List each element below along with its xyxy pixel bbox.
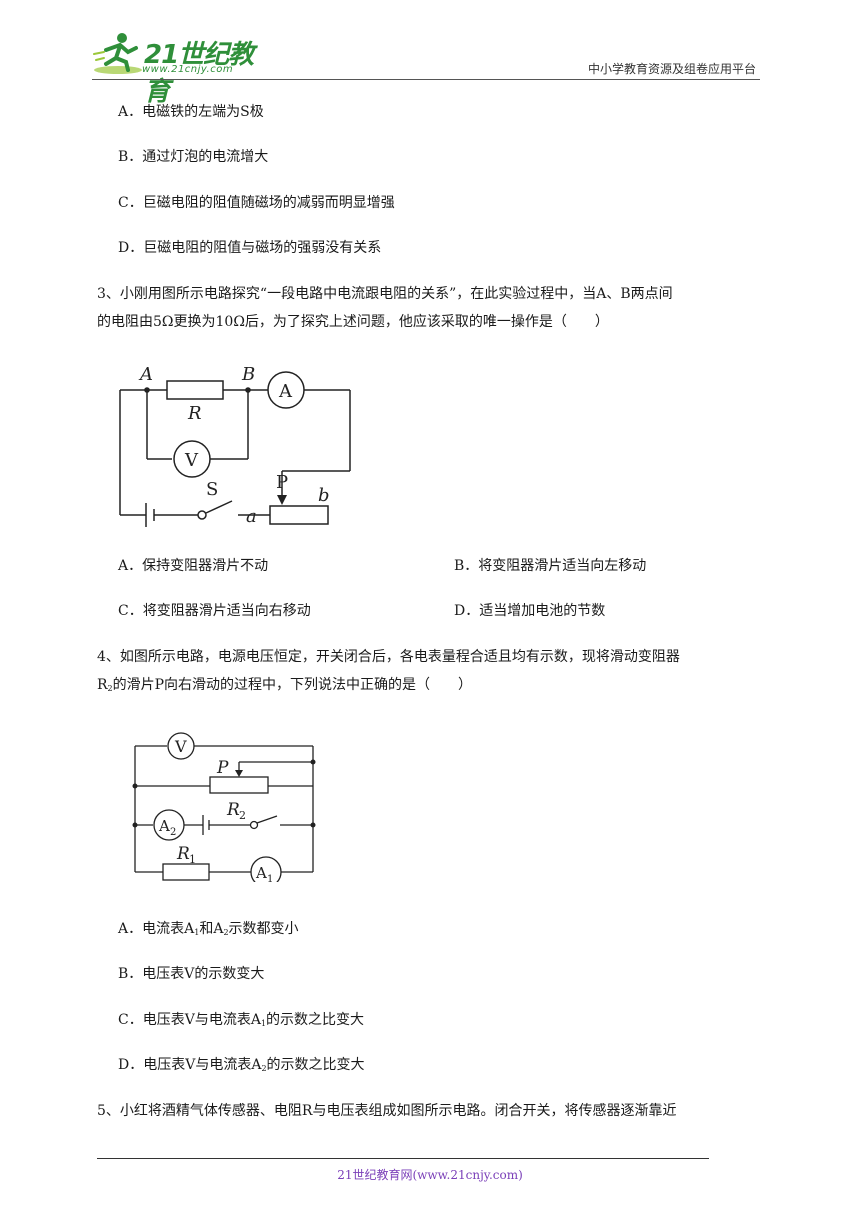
- q3-stem-line2: 的电阻由5Ω更换为10Ω后，为了探究上述问题，他应该采取的唯一操作是（ ）: [97, 314, 609, 330]
- footer-divider: [97, 1158, 709, 1159]
- q3-option-b: B．将变阻器滑片适当向左移动: [454, 558, 647, 574]
- label-end-b: b: [318, 485, 330, 506]
- slider-arrow-icon: [235, 770, 243, 777]
- label-resistor-r: R: [187, 403, 202, 424]
- q2-option-d: D．巨磁电阻的阻值与磁场的强弱没有关系: [118, 240, 382, 256]
- label-r2: R: [226, 800, 240, 820]
- q3-stem-line1: 3、小刚用图所示电路探究“一段电路中电流跟电阻的关系”，在此实验过程中，当A、B…: [97, 286, 673, 302]
- label-r2-sub: 2: [239, 809, 246, 822]
- label-a2-sub: 2: [170, 827, 176, 838]
- q3-option-a: A．保持变阻器滑片不动: [118, 558, 269, 574]
- label-voltmeter: V: [184, 450, 199, 471]
- logo-text: 21世纪教育: [144, 40, 254, 107]
- label-slider-p: P: [216, 758, 229, 778]
- q2-option-b: B．通过灯泡的电流增大: [118, 149, 269, 165]
- label-r1-sub: 1: [189, 853, 196, 866]
- q2-option-a: A．电磁铁的左端为S极: [118, 104, 264, 120]
- logo-url: www.21cnjy.com: [142, 64, 234, 75]
- q4-stem-line2: R2的滑片P向右滑动的过程中，下列说法中正确的是（ ）: [97, 677, 473, 693]
- rheostat: [269, 505, 329, 525]
- q4-option-b: B．电压表V的示数变大: [118, 966, 265, 982]
- label-r1: R: [176, 844, 190, 864]
- q4-circuit-figure: V P R 2 A 2 R 1 A 1: [132, 732, 316, 882]
- label-switch-s: S: [206, 479, 218, 500]
- q2-option-c: C．巨磁电阻的阻值随磁场的减弱而明显增强: [118, 195, 395, 211]
- label-end-a: a: [246, 506, 257, 527]
- label-a2: A: [158, 817, 170, 835]
- q3-option-c: C．将变阻器滑片适当向右移动: [118, 603, 311, 619]
- rheostat-r2: [209, 776, 269, 794]
- page-header: 21世纪教育 www.21cnjy.com 中小学教育资源及组卷应用平台: [0, 0, 860, 107]
- slider-arrow-icon: [277, 495, 287, 505]
- q4-option-d: D．电压表V与电流表A2的示数之比变大: [118, 1057, 365, 1073]
- label-slider-p: P: [276, 472, 288, 493]
- platform-title: 中小学教育资源及组卷应用平台: [587, 62, 756, 76]
- q3-circuit-figure: A B R a b A V S P: [119, 364, 351, 527]
- q4-stem-line1: 4、如图所示电路，电源电压恒定，开关闭合后，各电表量程合适且均有示数，现将滑动变…: [97, 649, 680, 665]
- header-divider: [92, 79, 760, 80]
- q4-option-c: C．电压表V与电流表A1的示数之比变大: [118, 1012, 365, 1028]
- resistor-r: [166, 380, 224, 400]
- runner-icon: [93, 33, 142, 74]
- q3-option-d: D．适当增加电池的节数: [454, 603, 606, 619]
- q4-option-a: A．电流表A1和A2示数都变小: [118, 921, 299, 937]
- q5-stem-line1: 5、小红将酒精气体传感器、电阻R与电压表组成如图所示电路。闭合开关，将传感器逐渐…: [97, 1103, 677, 1119]
- label-voltmeter: V: [174, 737, 187, 756]
- footer-text: 21世纪教育网(www.21cnjy.com): [337, 1168, 523, 1182]
- label-ammeter: A: [278, 381, 293, 402]
- label-point-a: A: [138, 364, 153, 385]
- resistor-r1: [162, 863, 210, 881]
- label-point-b: B: [241, 364, 255, 385]
- label-a1-sub: 1: [267, 874, 273, 882]
- site-logo: 21世纪教育 www.21cnjy.com: [92, 30, 262, 107]
- label-a1: A: [255, 864, 267, 882]
